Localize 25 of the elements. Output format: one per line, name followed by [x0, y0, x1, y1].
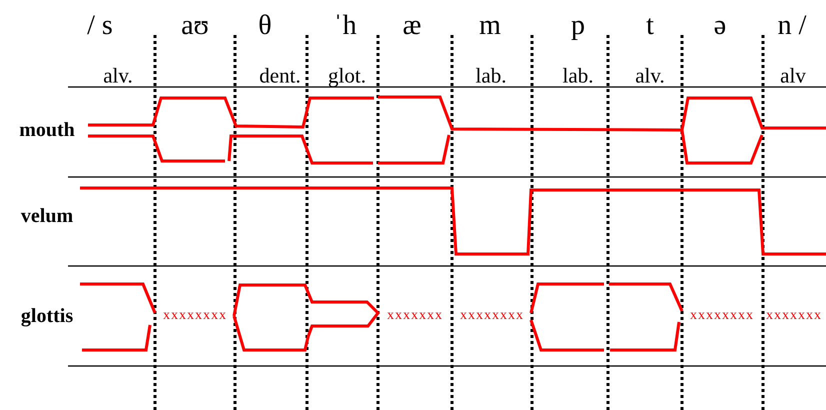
place-label: alv: [780, 66, 806, 86]
voicing-marks: xxxxxxxx: [460, 309, 524, 323]
voicing-marks: xxxxxxx: [387, 309, 443, 323]
phoneme-symbol: θ: [258, 12, 272, 40]
phoneme-symbol: m: [479, 12, 501, 40]
phoneme-symbol: p: [571, 12, 585, 40]
row-label: mouth: [19, 120, 75, 140]
phoneme-symbol: ə: [714, 12, 726, 40]
row-label: velum: [20, 206, 74, 226]
phoneme-symbol: n /: [778, 12, 806, 40]
voicing-marks: xxxxxxx: [766, 309, 822, 323]
voicing-marks: xxxxxxxx: [163, 309, 227, 323]
phoneme-symbol: / s: [87, 12, 113, 40]
phoneme-symbol: aʊ: [181, 12, 209, 40]
phoneme-symbol: ˈh: [333, 12, 357, 40]
place-label: glot.: [328, 66, 366, 86]
place-label: lab.: [476, 66, 506, 86]
place-label: dent.: [259, 66, 301, 86]
place-label: lab.: [562, 66, 594, 86]
voicing-marks: xxxxxxxx: [690, 309, 754, 323]
phoneme-symbol: æ: [402, 12, 422, 40]
phoneme-symbol: t: [646, 12, 654, 40]
place-label: alv.: [103, 66, 133, 86]
row-label: glottis: [20, 306, 74, 326]
place-label: alv.: [635, 66, 665, 86]
